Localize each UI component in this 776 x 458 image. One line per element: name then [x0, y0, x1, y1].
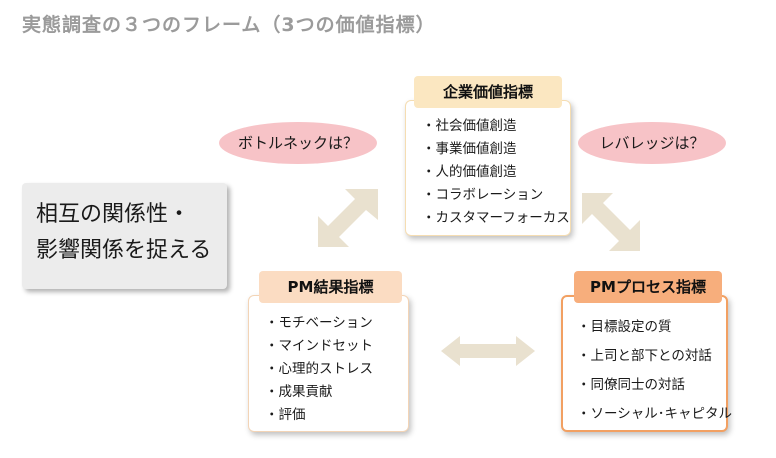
- pm-result-item: ・評価: [265, 407, 306, 423]
- pm-result-header: PM結果指標: [259, 271, 402, 303]
- pm-result-box: ・モチベーション ・マインドセット ・心理的ストレス ・成果貢献 ・評価: [248, 295, 409, 432]
- corporate-item: ・カスタマーフォーカス: [422, 210, 570, 226]
- pm-process-item: ・目標設定の質: [577, 319, 672, 335]
- note-line-1: 相互の関係性・: [36, 202, 191, 227]
- pm-result-item: ・モチベーション: [265, 315, 373, 331]
- double-arrow-corporate-process: [582, 193, 640, 251]
- leverage-bubble: レバレッジは？: [578, 122, 726, 164]
- pm-process-box: ・目標設定の質 ・上司と部下との対話 ・同僚同士の対話 ・ソーシャル･キャピタル: [561, 295, 732, 432]
- corporate-item: ・事業価値創造: [422, 141, 517, 157]
- corporate-value-header: 企業価値指標: [414, 76, 562, 108]
- note-line-2: 影響関係を捉える: [36, 238, 212, 263]
- pm-process-item: ・上司と部下との対話: [577, 348, 712, 364]
- pm-result-item: ・マインドセット: [265, 338, 373, 354]
- pm-process-item: ・同僚同士の対話: [577, 377, 685, 393]
- pm-result-item: ・心理的ストレス: [265, 361, 373, 377]
- pm-result-item: ・成果貢献: [265, 384, 333, 400]
- double-arrow-result-process: [441, 336, 535, 366]
- page-title: 実態調査の３つのフレーム（3つの価値指標）: [22, 14, 436, 36]
- relationship-note: 相互の関係性・ 影響関係を捉える: [22, 183, 227, 289]
- pm-process-header: PMプロセス指標: [574, 271, 722, 303]
- corporate-value-box: ・社会価値創造 ・事業価値創造 ・人的価値創造 ・コラボレーション ・カスタマー…: [405, 100, 571, 236]
- pm-process-item: ・ソーシャル･キャピタル: [577, 406, 732, 422]
- corporate-item: ・コラボレーション: [422, 187, 544, 203]
- corporate-item: ・人的価値創造: [422, 164, 517, 180]
- bottleneck-bubble: ボトルネックは？: [219, 122, 377, 164]
- double-arrow-corporate-result: [318, 189, 378, 247]
- corporate-item: ・社会価値創造: [422, 118, 517, 134]
